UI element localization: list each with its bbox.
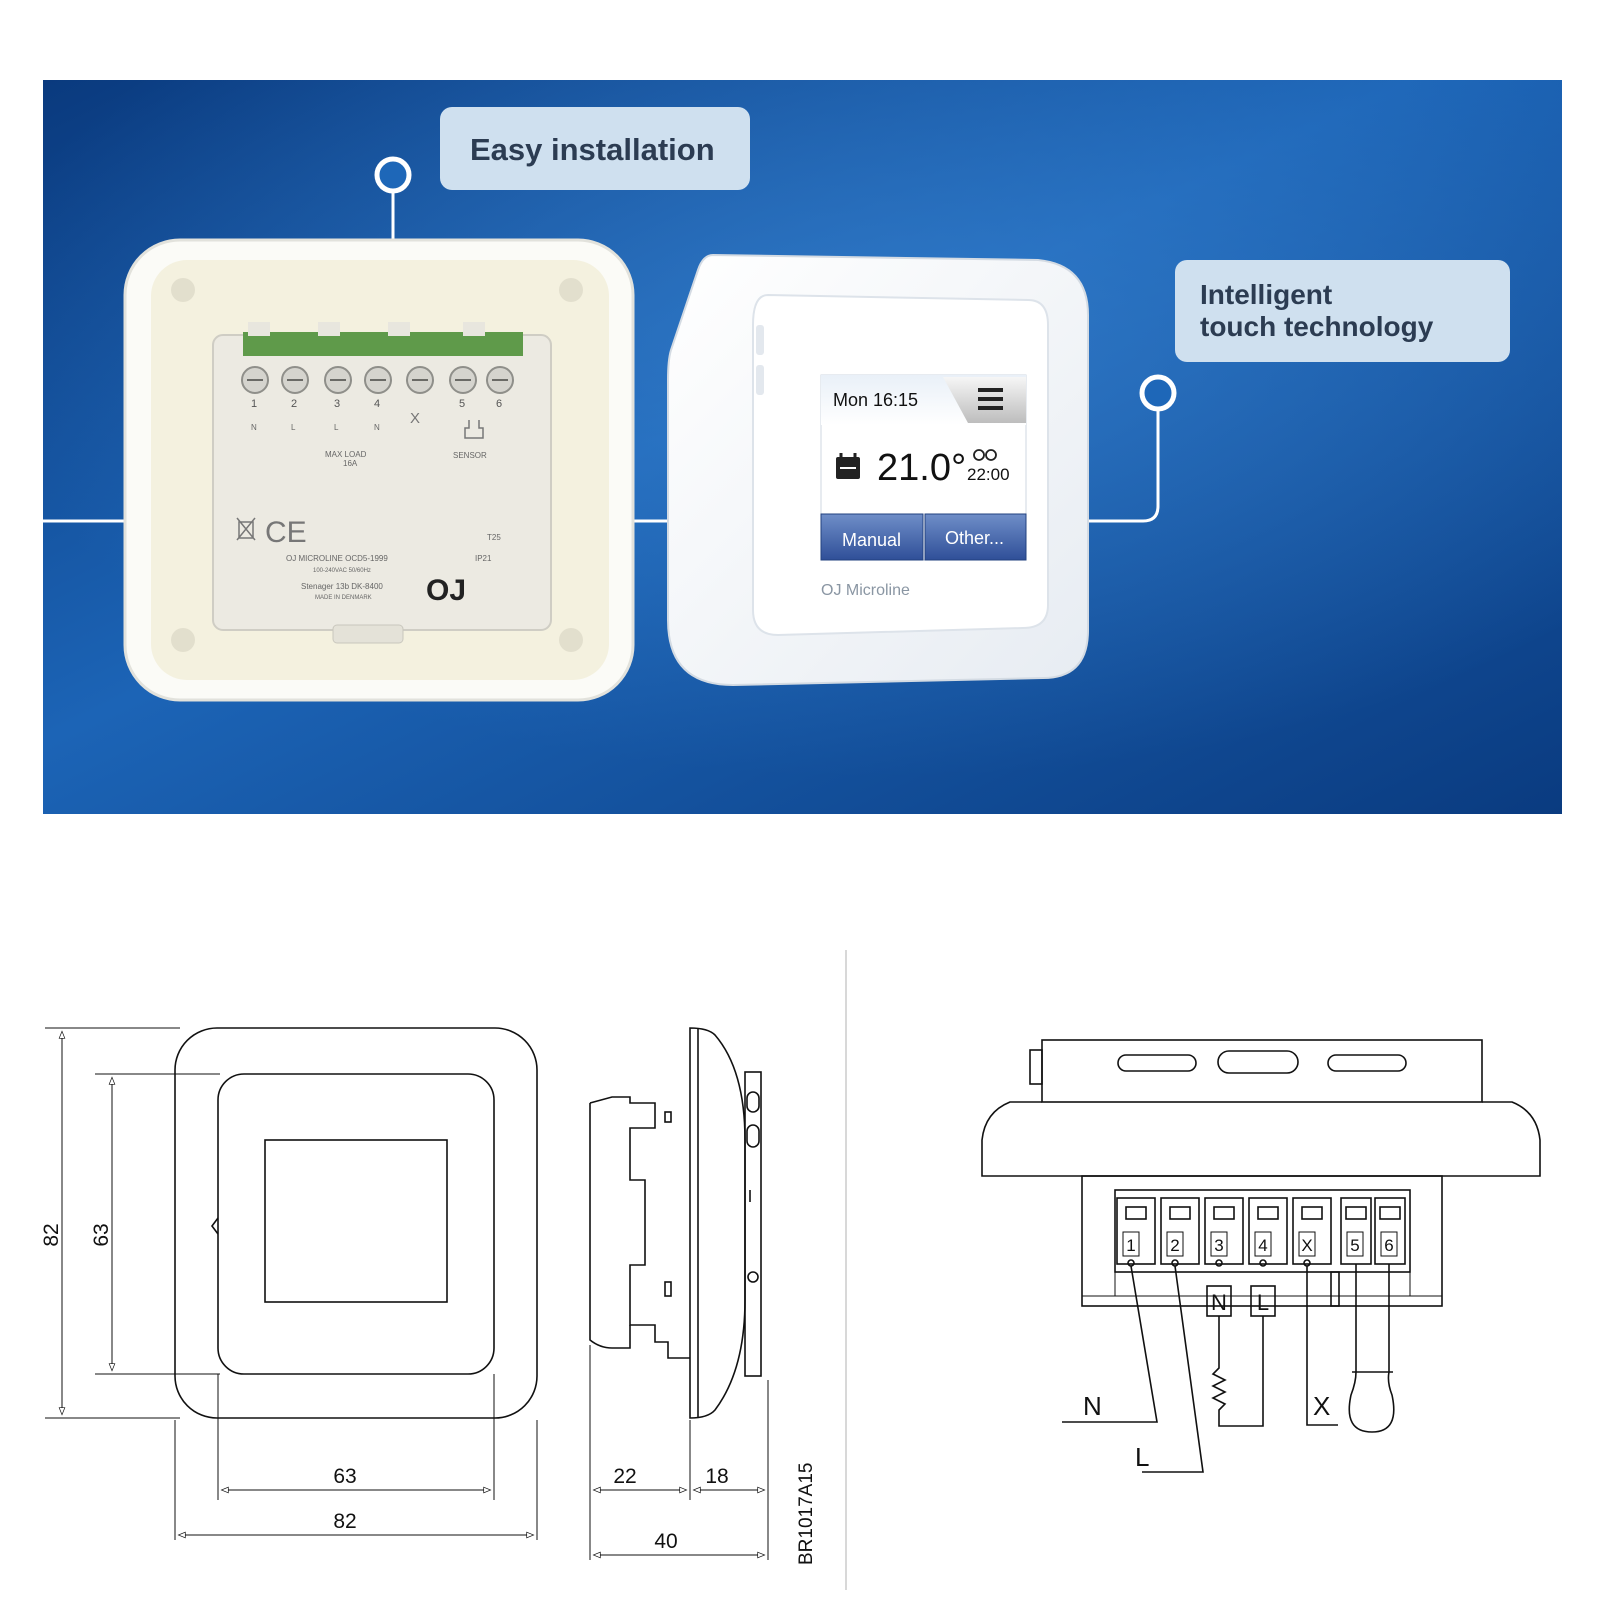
wiring-diagram: [981, 1039, 1541, 1473]
callout-dot-right: [1139, 374, 1177, 412]
other-button-label: Other...: [945, 528, 1004, 548]
module-letter-n: N: [251, 423, 257, 432]
brand-label: OJ Microline: [821, 582, 910, 599]
module-letter-n2: N: [374, 423, 380, 432]
module-max-load-value: 16A: [343, 459, 358, 468]
wiring-terminal-4: 4: [1258, 1236, 1267, 1255]
module-terminal-4: 4: [374, 398, 380, 410]
drawing-code: BR1017A15: [796, 1463, 817, 1565]
callout-easy-installation-box: [440, 107, 750, 190]
calendar-icon: [836, 453, 860, 479]
label-height-82: 82: [40, 1223, 63, 1246]
module-x-mark: X: [410, 410, 420, 427]
wire-label-n: N: [1083, 1391, 1102, 1421]
label-depth-40: 40: [654, 1530, 677, 1553]
module-ip-rating: IP21: [475, 554, 492, 563]
callout-intelligent-line1: Intelligent: [1200, 279, 1332, 310]
screen-temperature: 21.0°: [877, 447, 966, 489]
schedule-icon: [973, 449, 997, 461]
menu-icon[interactable]: [978, 388, 1003, 410]
manual-button[interactable]: [820, 513, 924, 561]
screen-day-time: Mon 16:15: [833, 390, 918, 410]
module-product-line: OJ MICROLINE OCD5-1999: [286, 554, 388, 563]
label-depth-18: 18: [705, 1465, 728, 1488]
wiring-terminal-1: 1: [1126, 1236, 1135, 1255]
label-width-63: 63: [333, 1465, 356, 1488]
wiring-terminal-3: 3: [1214, 1236, 1223, 1255]
product-banner: Easy installation Intelligent touch tech…: [43, 80, 1562, 814]
manual-button-label: Manual: [842, 530, 901, 550]
callout-easy-installation: Easy installation: [470, 132, 715, 167]
screen-next-time: 22:00: [967, 465, 1010, 484]
module-max-load: MAX LOAD: [325, 450, 367, 459]
module-terminal-1: 1: [251, 398, 257, 410]
technical-drawings: 82 63 63 82 22 18 40 BR1017A15 1 2 3 4 X…: [40, 950, 1541, 1590]
wiring-box-l: L: [1257, 1290, 1269, 1315]
wire-label-x: X: [1313, 1391, 1330, 1421]
module-address: Stenager 13b DK-8400: [301, 582, 383, 591]
module-ce-mark: CE: [265, 516, 307, 549]
callout-dot-left: [374, 156, 412, 194]
side-view-drawing: [589, 1027, 769, 1560]
module-terminal-3: 3: [334, 398, 340, 410]
wiring-box-n: N: [1211, 1290, 1227, 1315]
module-voltage: 100-240VAC 50/60Hz: [313, 568, 371, 574]
callout-intelligent-line2: touch technology: [1200, 311, 1434, 342]
wiring-terminal-x: X: [1301, 1236, 1312, 1255]
module-terminal-5: 5: [459, 398, 465, 410]
module-terminal-6: 6: [496, 398, 502, 410]
module-letter-l: L: [291, 423, 296, 432]
wiring-terminal-2: 2: [1170, 1236, 1179, 1255]
wire-label-l: L: [1135, 1442, 1149, 1472]
thermostat-back-module: 1 2 3 4 5 6 N L L N X MAX LOAD 16A SENSO…: [123, 238, 635, 702]
other-button[interactable]: [924, 513, 1027, 561]
module-terminal-2: 2: [291, 398, 297, 410]
module-oj-logo: OJ: [426, 574, 466, 607]
module-model-code: T25: [487, 533, 501, 542]
connector-line-right: [1083, 405, 1160, 523]
label-height-63: 63: [90, 1223, 113, 1246]
wiring-terminal-5: 5: [1350, 1236, 1359, 1255]
label-depth-22: 22: [613, 1465, 636, 1488]
module-sensor: SENSOR: [453, 451, 487, 460]
callout-intelligent-box: [1175, 260, 1510, 362]
module-letter-l2: L: [334, 423, 339, 432]
thermostat-front: Mon 16:15 21.0° 22:00 Manual Other... OJ…: [667, 253, 1089, 687]
wiring-terminal-6: 6: [1384, 1236, 1393, 1255]
label-width-82: 82: [333, 1510, 356, 1533]
weee-bin-icon: [236, 517, 256, 541]
front-view-drawing: [45, 1027, 538, 1540]
module-made-in: MADE IN DENMARK: [315, 595, 372, 601]
